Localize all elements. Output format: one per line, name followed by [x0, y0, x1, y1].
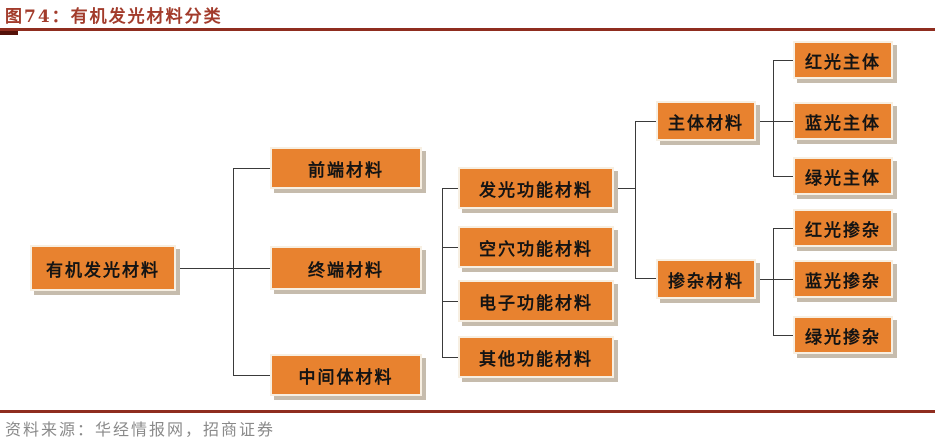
- connector-level3-bracket: [442, 188, 443, 358]
- connector-branch-electron: [442, 301, 458, 302]
- connector-dopant-bracket: [773, 228, 774, 335]
- node-front-end-materials: 前端材料: [270, 147, 422, 189]
- title-accent-tab: [0, 31, 18, 35]
- connector-branch-host: [635, 121, 656, 122]
- connector-level4-bracket: [635, 121, 636, 279]
- connector-emitting-feed: [616, 188, 635, 189]
- connector-dopant-feed: [760, 279, 793, 280]
- node-dopant-materials: 掺杂材料: [656, 259, 756, 299]
- node-green-dopant: 绿光掺杂: [793, 316, 893, 354]
- connector-host-bracket: [773, 60, 774, 177]
- source-note: 资料来源：华经情报网，招商证券: [5, 420, 276, 439]
- node-intermediate-materials: 中间体材料: [270, 354, 422, 396]
- title-rule: [0, 28, 935, 31]
- connector-branch-red-host: [773, 60, 793, 61]
- node-green-host: 绿光主体: [793, 157, 893, 195]
- connector-branch-other: [442, 357, 458, 358]
- connector-branch-dopant: [635, 278, 656, 279]
- connector-branch-red-dopant: [773, 228, 793, 229]
- connector-branch-emitting: [442, 188, 458, 189]
- node-terminal-materials: 终端材料: [270, 246, 422, 290]
- node-hole-functional-materials: 空穴功能材料: [458, 226, 614, 268]
- connector-host-feed: [760, 121, 793, 122]
- node-electron-functional-materials: 电子功能材料: [458, 280, 614, 322]
- connector-branch-green-host: [773, 176, 793, 177]
- connector-branch-front-end: [233, 168, 270, 169]
- connector-root-feed: [176, 268, 270, 269]
- figure-title: 图74：有机发光材料分类: [5, 7, 223, 27]
- node-blue-host: 蓝光主体: [793, 102, 893, 140]
- connector-branch-intermediate: [233, 375, 270, 376]
- connector-branch-green-dopant: [773, 335, 793, 336]
- node-host-materials: 主体材料: [656, 101, 756, 141]
- node-other-functional-materials: 其他功能材料: [458, 336, 614, 378]
- node-emitting-functional-materials: 发光功能材料: [458, 167, 614, 209]
- node-blue-dopant: 蓝光掺杂: [793, 260, 893, 298]
- footer-rule: [0, 410, 935, 413]
- node-red-dopant: 红光掺杂: [793, 209, 893, 247]
- node-red-host: 红光主体: [793, 41, 893, 79]
- node-organic-emitting-materials: 有机发光材料: [30, 245, 176, 291]
- connector-branch-hole: [442, 247, 458, 248]
- connector-level2-bracket: [233, 168, 234, 376]
